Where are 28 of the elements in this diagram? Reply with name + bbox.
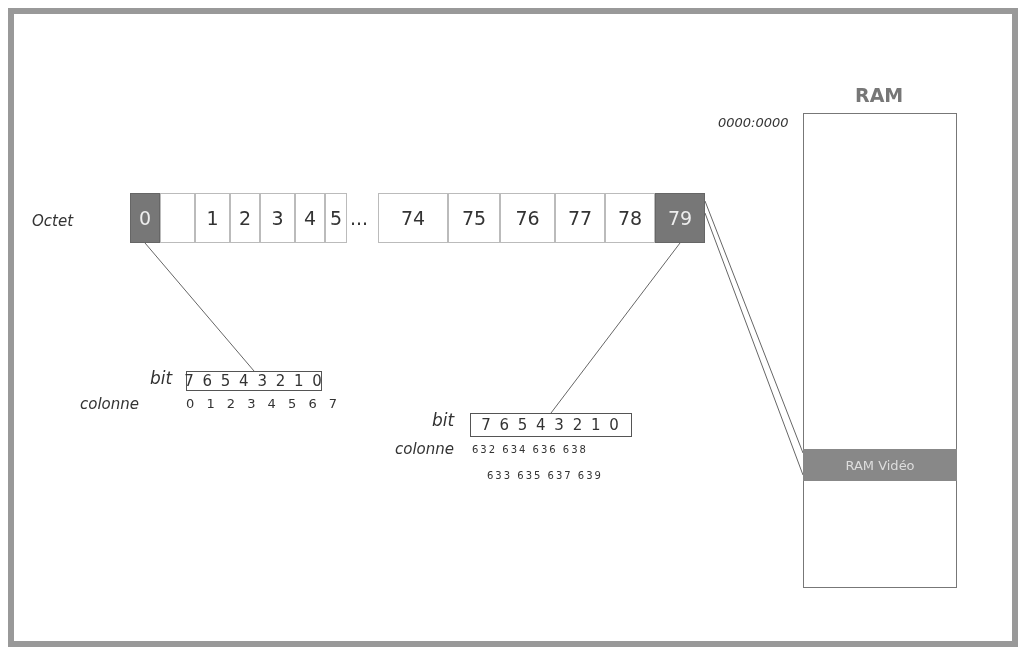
byte-cell: 76 bbox=[500, 193, 555, 243]
bit-label: bit bbox=[432, 410, 455, 430]
row-label: colonne bbox=[80, 395, 139, 413]
leader-line bbox=[550, 242, 681, 414]
byte-cell: 0 bbox=[130, 193, 160, 243]
byte-cell: 74 bbox=[378, 193, 448, 243]
column-numbers: 633 635 637 639 bbox=[487, 470, 603, 481]
memory-title: RAM bbox=[855, 84, 904, 106]
column-numbers: 632 634 636 638 bbox=[472, 444, 588, 455]
row-label: Octet bbox=[32, 212, 74, 230]
leader-line bbox=[144, 242, 255, 372]
byte-cell: 78 bbox=[605, 193, 655, 243]
byte-cell: 79 bbox=[655, 193, 705, 243]
bit-label: bit bbox=[150, 368, 173, 388]
ellipsis: ... bbox=[350, 207, 369, 229]
address-label: 0000:0000 bbox=[718, 115, 789, 130]
byte-cell: 5 bbox=[325, 193, 347, 243]
memory-region: RAM Vidéo bbox=[803, 449, 957, 481]
byte-cell: 3 bbox=[260, 193, 295, 243]
byte-cell: 75 bbox=[448, 193, 500, 243]
byte-cell: 77 bbox=[555, 193, 605, 243]
byte-cell: 4 bbox=[295, 193, 325, 243]
empty-cell bbox=[160, 193, 195, 243]
row-label: colonne bbox=[395, 440, 454, 458]
byte-cell: 1 bbox=[195, 193, 230, 243]
byte-cell: 2 bbox=[230, 193, 260, 243]
column-numbers: 0 1 2 3 4 5 6 7 bbox=[186, 396, 342, 411]
bit-register: 7 6 5 4 3 2 1 0 bbox=[470, 413, 632, 437]
